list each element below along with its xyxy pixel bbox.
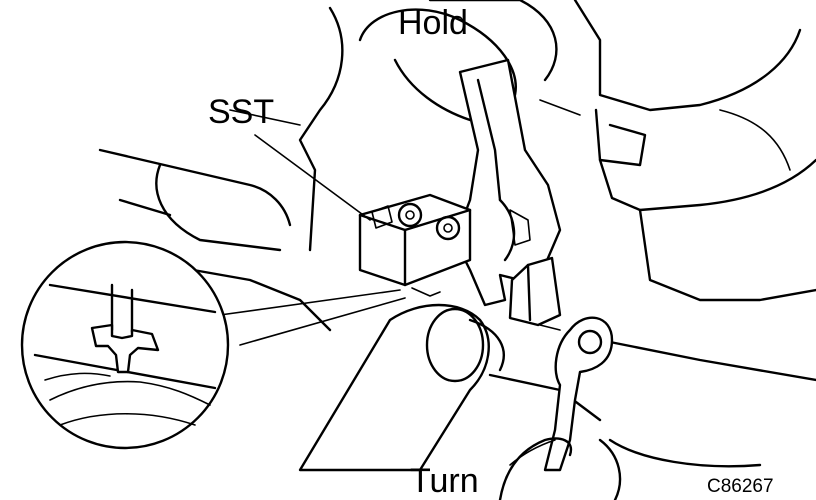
sst-tool — [358, 193, 472, 297]
magnified-detail — [20, 240, 406, 450]
turning-wrench — [539, 316, 614, 472]
turn-label: Turn — [410, 462, 479, 500]
shaft — [298, 303, 505, 472]
upper-hand — [358, 8, 517, 122]
hold-label: Hold — [398, 4, 468, 42]
figure-code: C86267 — [707, 476, 774, 497]
tool-plate — [508, 256, 562, 327]
lower-hand — [498, 437, 622, 500]
turn-leader-line — [509, 439, 556, 466]
engine-casting-outline — [98, 0, 816, 468]
sst-leader-line — [254, 134, 371, 221]
sst-label: SST — [208, 93, 274, 131]
